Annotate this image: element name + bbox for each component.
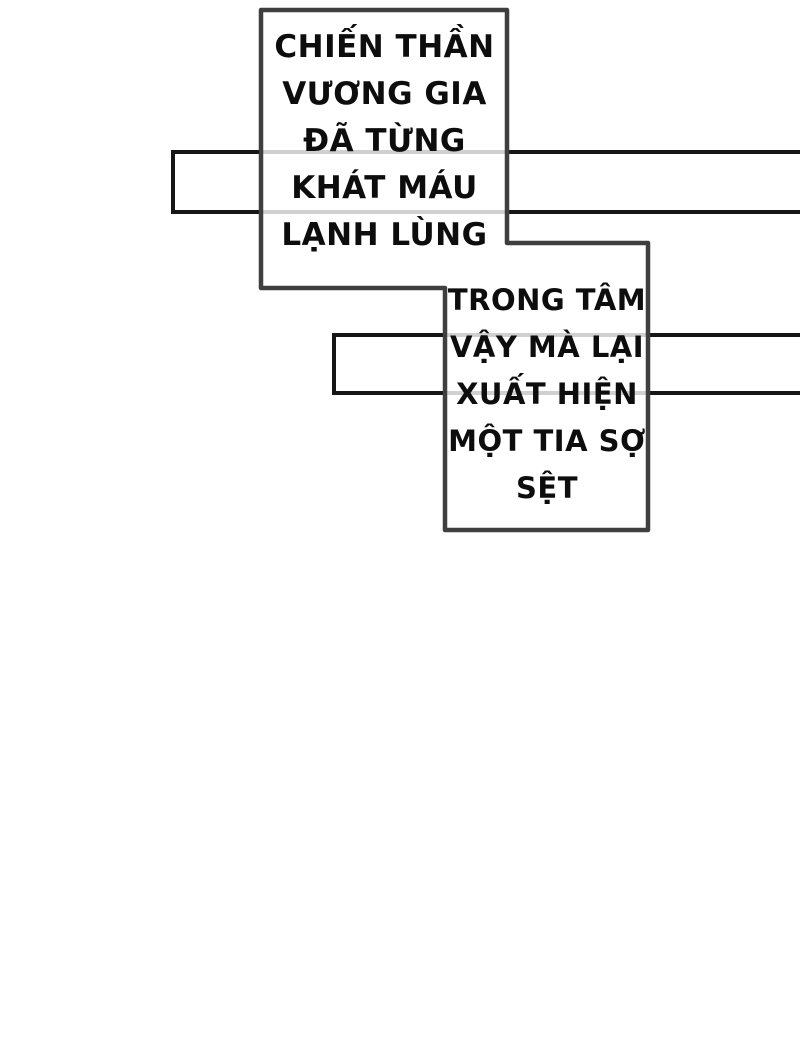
speech-text-line: LẠNH LÙNG	[281, 217, 488, 253]
speech-text-line: CHIẾN THẦN	[274, 29, 495, 65]
speech-text-line: VẬY MÀ LẠI	[449, 330, 645, 364]
speech-text-line: TRONG TÂM	[447, 283, 647, 317]
speech-text-line: ĐÃ TỪNG	[303, 123, 466, 159]
caption-box-1-text: CHIẾN THẦN VƯƠNG GIA ĐÃ TỪNG KHÁT MÁU LẠ…	[262, 24, 507, 259]
speech-text-line: XUẤT HIỆN	[456, 377, 638, 411]
speech-text-line: SỆT	[516, 471, 578, 505]
caption-box-2-text: TRONG TÂM VẬY MÀ LẠI XUẤT HIỆN MỘT TIA S…	[446, 277, 648, 512]
speech-bubble-union-outline	[258, 7, 651, 533]
speech-text-line: MỘT TIA SỢ	[448, 424, 646, 458]
speech-text-line: VƯƠNG GIA	[282, 76, 487, 112]
speech-bubbles-layer	[258, 7, 651, 533]
speech-text-line: KHÁT MÁU	[291, 170, 478, 206]
